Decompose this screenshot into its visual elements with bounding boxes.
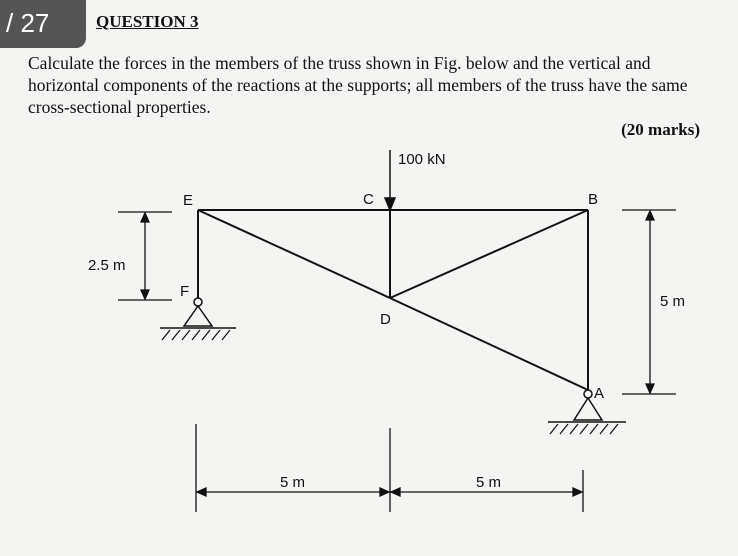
dimension-left-label: 2.5 m: [88, 257, 126, 274]
span-1-label: 5 m: [280, 474, 305, 491]
question-heading: QUESTION 3: [96, 12, 199, 31]
member-ED: [197, 209, 391, 299]
node-label-D: D: [380, 311, 391, 328]
page-indicator: / 27: [0, 0, 86, 48]
node-label-B: B: [588, 191, 598, 208]
member-DB: [389, 209, 589, 299]
dimension-right-label: 5 m: [660, 293, 685, 310]
load-arrow: [383, 150, 397, 212]
span-2-label: 5 m: [476, 474, 501, 491]
node-label-E: E: [183, 192, 193, 209]
dimension-right: [622, 209, 676, 395]
dimension-left: [118, 211, 172, 301]
question-text: Calculate the forces in the members of t…: [28, 53, 688, 117]
marks-label: (20 marks): [621, 120, 700, 139]
pin-support-A: [548, 389, 626, 435]
load-label: 100 kN: [398, 151, 446, 168]
dimension-bottom: [195, 424, 584, 512]
node-label-C: C: [363, 191, 374, 208]
member-DA: [389, 297, 589, 391]
node-label-F: F: [180, 283, 189, 300]
pin-support-F: [160, 297, 236, 341]
node-label-A: A: [594, 385, 604, 402]
